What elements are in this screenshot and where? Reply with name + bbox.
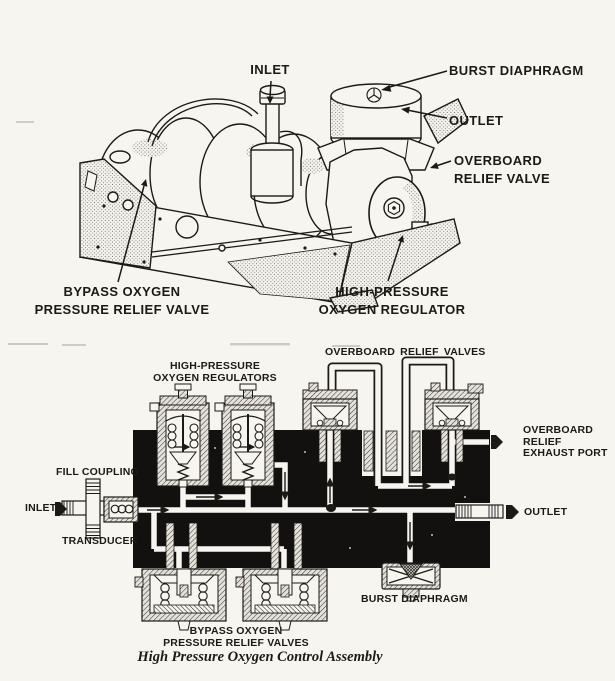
- hp-regulator-left: [149, 383, 210, 488]
- hp-oxygen-regulators: [149, 383, 275, 488]
- bypass-valve-leader-arrow: [117, 179, 148, 283]
- label-overboard-relief-valve-line2: RELIEF VALVE: [454, 171, 551, 186]
- label-hp-regulator-top: HIGH-PRESSURE OXYGEN REGULATOR: [292, 283, 492, 319]
- label-inlet-schematic: INLET: [25, 502, 57, 514]
- label-bypass-valve-top: BYPASS OXYGEN PRESSURE RELIEF VALVE: [17, 283, 227, 319]
- label-bypass-schematic-line1: BYPASS OXYGEN: [189, 625, 283, 637]
- overboard-relief-valve-leader-arrow: [430, 160, 452, 169]
- inlet-leader-arrow: [266, 80, 274, 104]
- label-exhaust-line3: EXHAUST PORT: [523, 447, 608, 459]
- figure-caption: High Pressure Oxygen Control Assembly: [137, 649, 383, 665]
- bypass-relief-valve-left: [134, 522, 227, 631]
- outlet-leader-arrow: [401, 106, 448, 119]
- scan-noise: [8, 121, 360, 347]
- label-fill-coupling: FILL COUPLING: [56, 466, 139, 478]
- bypass-relief-valve-right: [235, 522, 328, 631]
- outlet-arrow-icon: [506, 505, 519, 519]
- label-burst-diaphragm-schematic: BURST DIAPHRAGM: [361, 593, 468, 605]
- port-arrows: [55, 435, 519, 519]
- fill-coupling-assembly: [61, 478, 139, 539]
- label-transducer: TRANSDUCER: [62, 535, 138, 547]
- hp-regulator-right: [214, 383, 275, 488]
- label-bypass-top-line2: PRESSURE RELIEF VALVE: [34, 302, 210, 317]
- burst-diaphragm-schematic: [381, 562, 441, 602]
- label-overboard-relief-valves-schematic: OVERBOARD RELIEF VALVES: [325, 346, 486, 358]
- flow-arrows: [147, 472, 432, 551]
- outlet-port: [455, 504, 504, 519]
- exhaust-arrow-icon: [491, 435, 503, 449]
- label-inlet-top: INLET: [250, 62, 290, 77]
- label-hp-regulator-line2: OXYGEN REGULATOR: [318, 302, 466, 317]
- overboard-relief-valve-right: [424, 382, 484, 481]
- label-hp-regulators-line2: OXYGEN REGULATORS: [153, 371, 277, 384]
- label-bypass-schematic-line2: PRESSURE RELIEF VALVES: [163, 636, 309, 649]
- label-hp-regulators-schematic: HIGH-PRESSURE OXYGEN REGULATORS: [130, 360, 300, 384]
- mounting-bracket: [79, 158, 461, 313]
- label-burst-diaphragm-top: BURST DIAPHRAGM: [449, 63, 584, 78]
- label-overboard-exhaust-port: OVERBOARD RELIEF EXHAUST PORT: [523, 424, 608, 460]
- inlet-arrow-icon: [55, 502, 67, 516]
- overboard-relief-valves: [302, 382, 484, 481]
- label-bypass-top-line1: BYPASS OXYGEN: [63, 284, 181, 299]
- label-overboard-relief-valve-line1: OVERBOARD: [454, 153, 543, 168]
- label-exhaust-line2: RELIEF: [523, 435, 562, 448]
- overboard-relief-valve-left: [302, 382, 358, 463]
- label-outlet-top: OUTLET: [449, 113, 504, 128]
- label-hp-regulator-line1: HIGH-PRESSURE: [335, 284, 449, 299]
- label-exhaust-line1: OVERBOARD: [523, 424, 594, 436]
- leader-lines: [117, 70, 452, 283]
- pictorial-assembly-drawing: [79, 70, 469, 313]
- check-ball: [326, 504, 336, 512]
- schematic-cutaway-drawing: [55, 356, 519, 631]
- label-outlet-schematic: OUTLET: [524, 506, 568, 518]
- overboard-relief-pipes: [327, 356, 455, 486]
- burst-diaphragm-leader-arrow: [381, 70, 448, 92]
- label-bypass-valves-schematic: BYPASS OXYGEN PRESSURE RELIEF VALVES: [151, 625, 321, 649]
- hp-regulator-leader-arrow: [387, 235, 404, 282]
- bypass-relief-valves: [134, 522, 328, 631]
- label-overboard-relief-valve: OVERBOARD RELIEF VALVE: [454, 152, 550, 188]
- label-hp-regulators-line1: HIGH-PRESSURE: [169, 360, 261, 372]
